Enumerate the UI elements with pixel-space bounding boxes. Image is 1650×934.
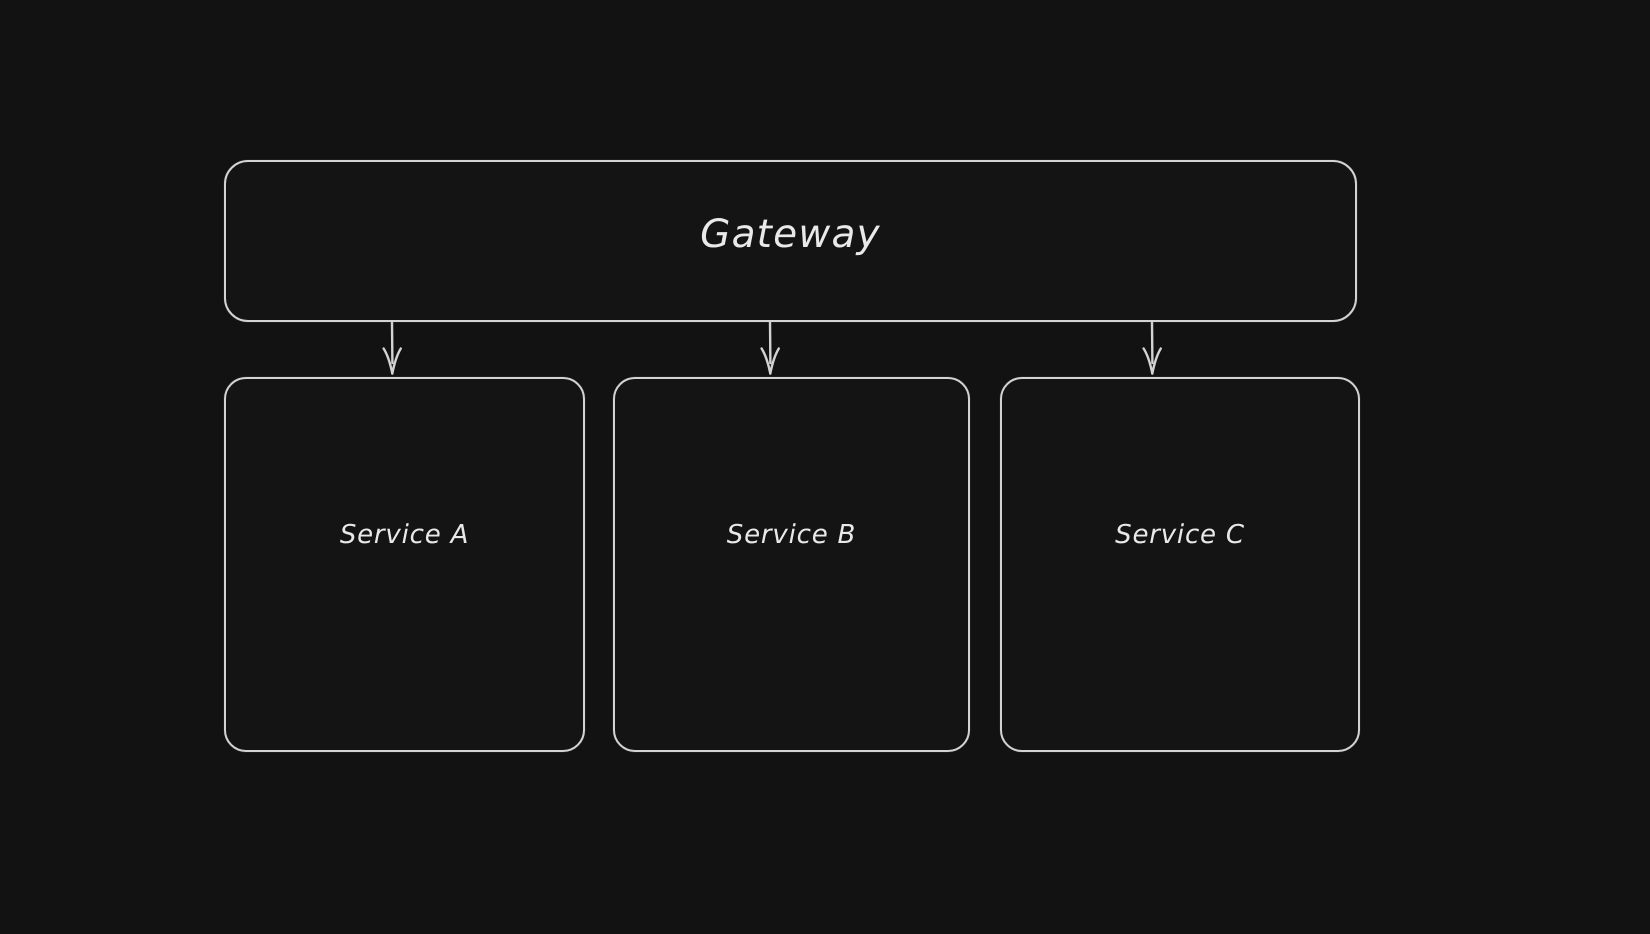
node-service-b-label: Service B bbox=[726, 520, 857, 550]
node-service-a-label: Service A bbox=[339, 520, 470, 550]
node-service-c[interactable]: Service C bbox=[1000, 377, 1360, 752]
node-gateway-label: Gateway bbox=[700, 212, 881, 257]
node-service-b[interactable]: Service B bbox=[613, 377, 970, 752]
edge-gateway-service-b bbox=[760, 320, 780, 375]
node-service-c-label: Service C bbox=[1115, 520, 1245, 550]
node-service-a[interactable]: Service A bbox=[224, 377, 585, 752]
edge-gateway-service-a bbox=[382, 320, 402, 375]
node-gateway[interactable]: Gateway bbox=[224, 160, 1357, 322]
edge-gateway-service-c bbox=[1142, 320, 1162, 375]
